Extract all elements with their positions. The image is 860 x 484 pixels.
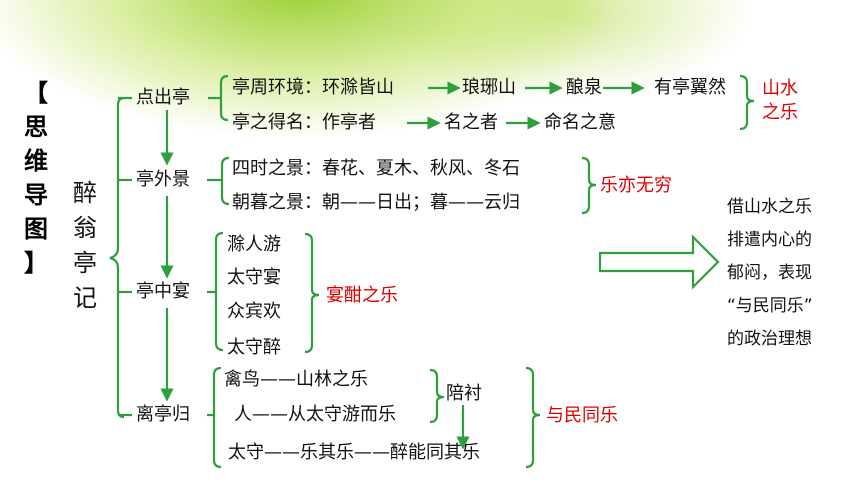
sec1-line1-part4: 有亭翼然 bbox=[654, 77, 726, 98]
sec1-line2-part3: 命名之意 bbox=[544, 112, 616, 133]
sec2-line1: 四时之景：春花、夏木、秋风、冬石 bbox=[232, 158, 520, 179]
section-3-label: 亭中宴 bbox=[136, 281, 190, 302]
sec3-item-1: 滁人游 bbox=[227, 234, 281, 255]
sec4-item-3: 太守——乐其乐——醉能同其乐 bbox=[228, 442, 480, 463]
sec1-result-line1: 山水 bbox=[762, 78, 798, 99]
sec2-line2: 朝暮之景：朝——日出；暮——云归 bbox=[232, 192, 520, 213]
sec4-item-2: 人——从太守游而乐 bbox=[234, 404, 396, 425]
sec1-result-line2: 之乐 bbox=[762, 102, 798, 123]
section-1-label: 点出亭 bbox=[136, 87, 190, 108]
conclusion-text: 借山水之乐 排遣内心的 郁闷，表现 “与民同乐” 的政治理想 bbox=[727, 197, 813, 349]
sec1-line1-part2: 琅琊山 bbox=[462, 77, 516, 98]
sec2-result: 乐亦无穷 bbox=[600, 175, 672, 196]
sec4-result: 与民同乐 bbox=[546, 405, 618, 426]
sec3-item-3: 众宾欢 bbox=[227, 301, 281, 322]
sec3-result: 宴酣之乐 bbox=[326, 285, 398, 306]
sec4-item-1: 禽鸟——山林之乐 bbox=[224, 369, 368, 390]
mindmap-title: 【 思 维 导 图 】 bbox=[24, 79, 48, 277]
sec3-item-4: 太守醉 bbox=[227, 337, 281, 358]
sec3-item-2: 太守宴 bbox=[227, 267, 281, 288]
section-2-label: 亭外景 bbox=[136, 169, 190, 190]
sec1-line1-part3: 酿泉 bbox=[566, 77, 602, 98]
section-4-label: 离亭归 bbox=[136, 404, 190, 425]
sec1-line2-part2: 名之者 bbox=[444, 112, 498, 133]
sec1-line2-part1: 亭之得名：作亭者 bbox=[232, 112, 376, 133]
sec4-middle-label: 陪衬 bbox=[446, 383, 482, 404]
root-topic: 醉 翁 亭 记 bbox=[73, 179, 97, 312]
root-brace bbox=[109, 96, 125, 419]
sec1-line1-part1: 亭周环境：环滁皆山 bbox=[232, 77, 394, 98]
hollow-arrow-icon bbox=[598, 234, 720, 290]
